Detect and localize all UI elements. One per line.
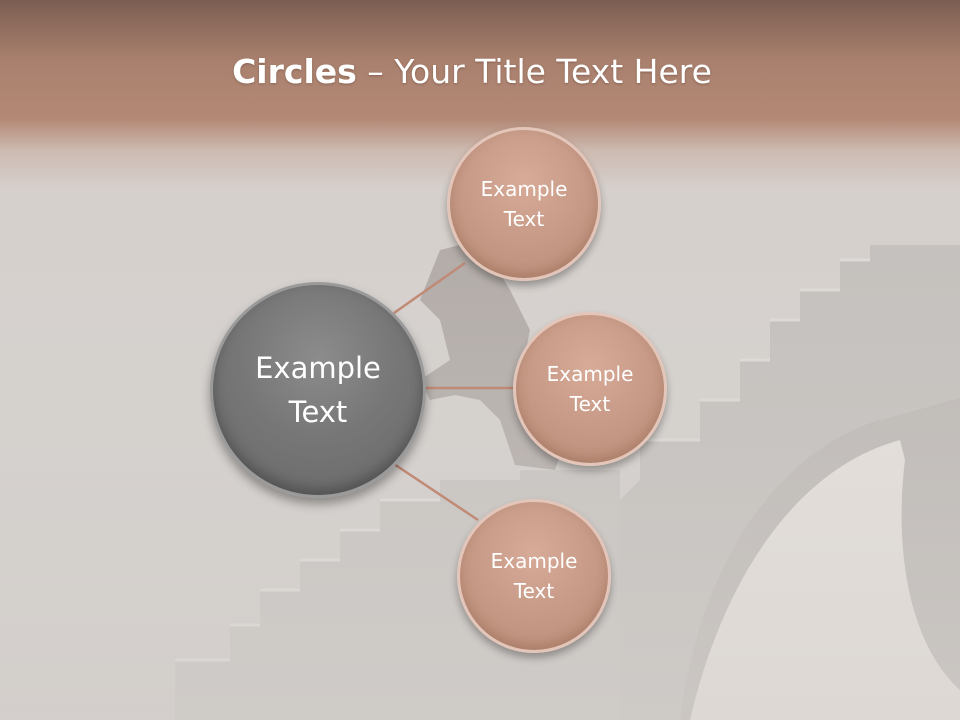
- connector-line-1: [393, 261, 466, 315]
- node-circle-top[interactable]: Example Text: [447, 127, 601, 281]
- center-circle-line2: Text: [288, 395, 348, 429]
- node-circle-top-line2: Text: [503, 207, 545, 231]
- center-circle[interactable]: Example Text: [210, 282, 426, 498]
- title-bold: Circles: [232, 52, 357, 91]
- connector-line-3: [393, 462, 479, 522]
- node-circle-middle-line1: Example: [546, 362, 634, 386]
- node-circle-bottom-line2: Text: [513, 579, 555, 603]
- node-circle-bottom-line1: Example: [490, 549, 578, 573]
- page-title: Circles – Your Title Text Here: [0, 52, 944, 91]
- node-circle-top-line1: Example: [480, 177, 568, 201]
- node-circle-bottom[interactable]: Example Text: [457, 499, 611, 653]
- node-circle-middle-line2: Text: [569, 392, 611, 416]
- title-rest: – Your Title Text Here: [356, 52, 712, 91]
- node-circle-middle[interactable]: Example Text: [513, 312, 667, 466]
- center-circle-line1: Example: [255, 351, 381, 385]
